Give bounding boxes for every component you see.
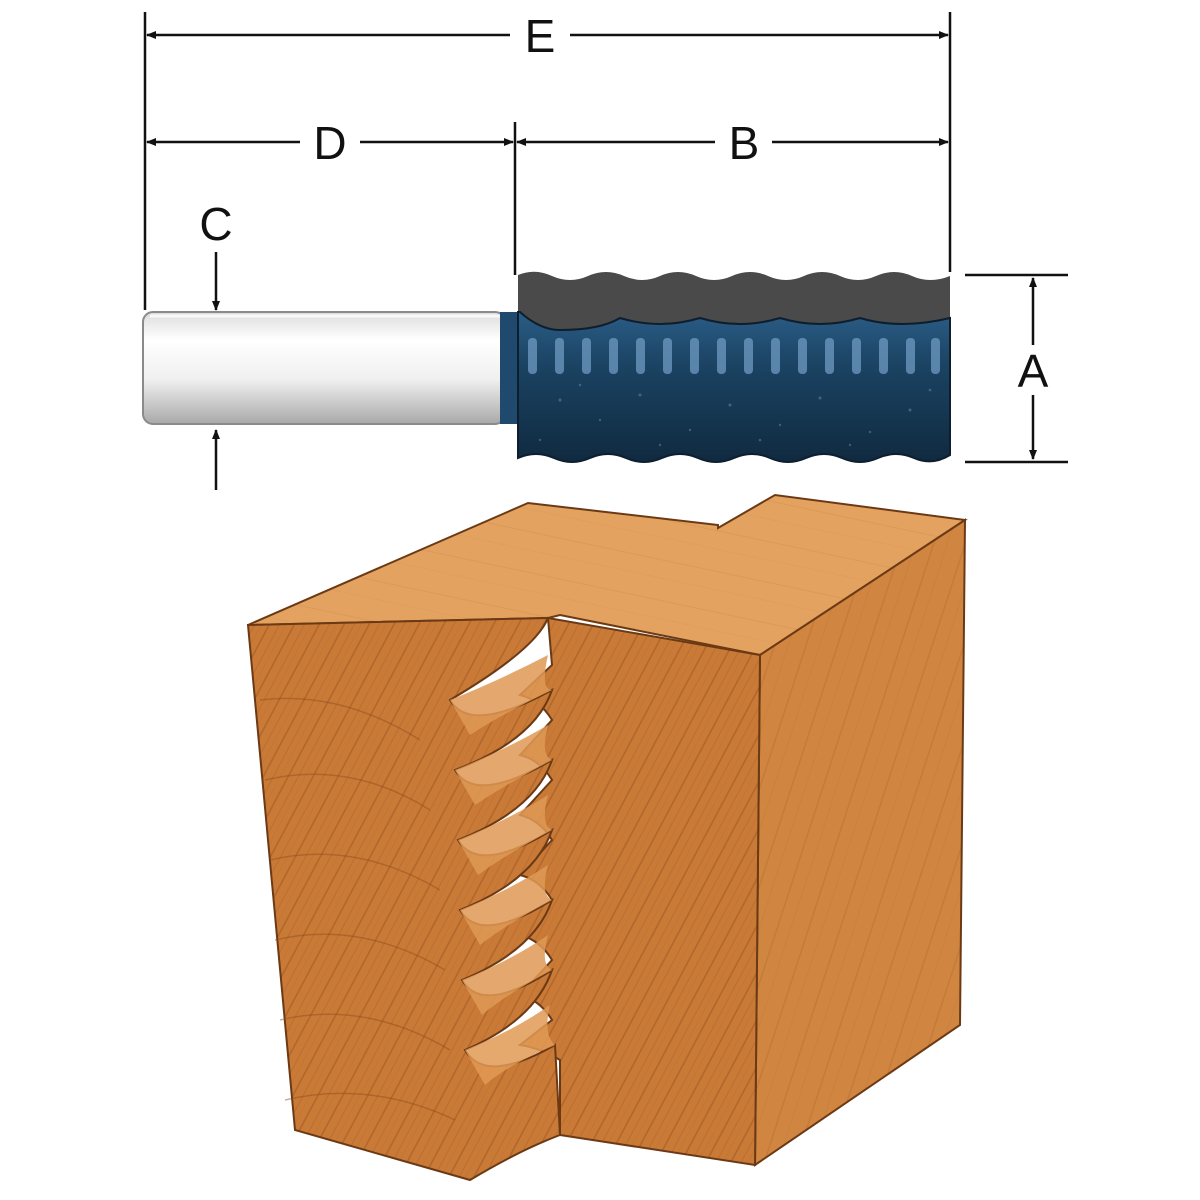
wood-block-profile-icon xyxy=(246,493,968,1182)
wood-profile-ridges xyxy=(450,655,555,1085)
dimension-b: B xyxy=(516,117,949,169)
dimension-c: C xyxy=(199,198,233,490)
wood-left-front-face xyxy=(246,616,562,1182)
extension-lines xyxy=(143,12,1068,464)
wood-top-face xyxy=(247,493,968,657)
bit-shank xyxy=(142,311,506,425)
dimension-b-label: B xyxy=(729,117,760,169)
dimension-a-label: A xyxy=(1018,345,1049,397)
bit-cutter-body xyxy=(517,311,951,463)
bit-collar xyxy=(500,312,520,424)
dimension-d: D xyxy=(146,117,514,169)
dimension-e: E xyxy=(146,10,949,62)
dimension-e-label: E xyxy=(525,10,556,62)
wood-grain-rings xyxy=(259,697,456,1121)
dimension-a: A xyxy=(1018,277,1049,460)
dimension-c-label: C xyxy=(199,198,232,250)
fluted-router-bit-icon xyxy=(142,271,951,463)
bit-flute-highlights xyxy=(528,338,940,374)
dimension-d-label: D xyxy=(313,117,346,169)
bit-speckle xyxy=(538,383,932,447)
